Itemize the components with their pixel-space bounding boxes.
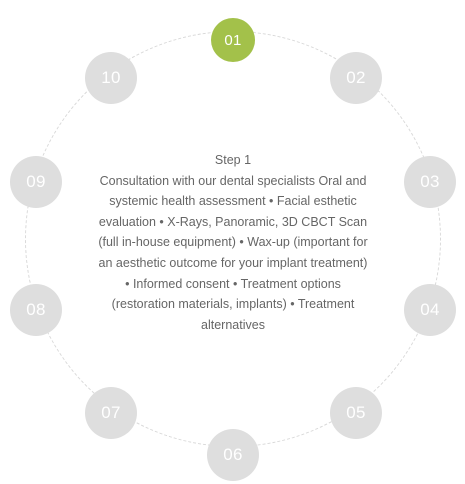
step-06-button[interactable]: 06 xyxy=(207,429,259,481)
step-03-button[interactable]: 03 xyxy=(404,156,456,208)
step-02-button[interactable]: 02 xyxy=(330,52,382,104)
step-01-button[interactable]: 01 xyxy=(211,18,255,62)
step-05-button[interactable]: 05 xyxy=(330,387,382,439)
step-detail-body: Consultation with our dental specialists… xyxy=(98,173,368,332)
step-08-button[interactable]: 08 xyxy=(10,284,62,336)
step-detail: Step 1 Consultation with our dental spec… xyxy=(98,150,368,335)
step-07-button[interactable]: 07 xyxy=(85,387,137,439)
step-10-button[interactable]: 10 xyxy=(85,52,137,104)
step-09-button[interactable]: 09 xyxy=(10,156,62,208)
step-detail-title: Step 1 xyxy=(214,153,252,167)
step-04-button[interactable]: 04 xyxy=(404,284,456,336)
